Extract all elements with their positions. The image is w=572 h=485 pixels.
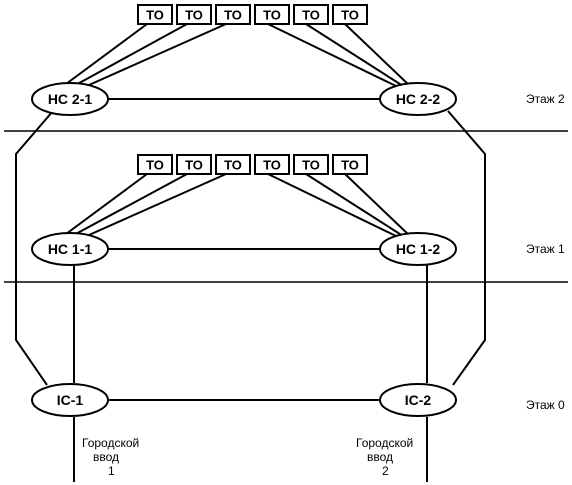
svg-text:ТО: ТО [224, 8, 242, 23]
floor2-to-links [65, 23, 411, 90]
node-hc12: НС 1-2 [379, 232, 457, 266]
to-box: ТО [254, 154, 290, 175]
to-box: ТО [137, 4, 173, 25]
svg-text:НС 2-2: НС 2-2 [396, 91, 441, 107]
node-hc11: НС 1-1 [31, 232, 109, 266]
svg-text:IC-2: IC-2 [405, 392, 432, 408]
svg-text:ввод: ввод [367, 450, 393, 464]
node-ic1: IC-1 [31, 383, 109, 417]
to-box: ТО [332, 4, 368, 25]
floor-label-0: Этаж 0 [526, 398, 565, 412]
floor-label-1: Этаж 1 [526, 242, 565, 256]
node-ic2: IC-2 [379, 383, 457, 417]
svg-text:НС 1-1: НС 1-1 [48, 241, 93, 257]
city-entry-label-1: Городской ввод 1 [82, 436, 139, 478]
svg-text:НС 2-1: НС 2-1 [48, 91, 93, 107]
floor2-to-boxes: ТО ТО ТО ТО ТО ТО [137, 4, 368, 25]
to-box: ТО [176, 4, 212, 25]
node-hc21: НС 2-1 [31, 82, 109, 116]
node-hc22: НС 2-2 [379, 82, 457, 116]
to-box: ТО [215, 154, 251, 175]
svg-text:ТО: ТО [146, 158, 164, 173]
floor1-to-boxes: ТО ТО ТО ТО ТО ТО [137, 154, 368, 175]
floor1-to-links [65, 173, 411, 240]
svg-text:ТО: ТО [146, 8, 164, 23]
to-box: ТО [254, 4, 290, 25]
to-box: ТО [176, 154, 212, 175]
svg-text:Городской: Городской [82, 436, 139, 450]
svg-text:НС 1-2: НС 1-2 [396, 241, 441, 257]
riser-hc21-ic1 [15, 110, 54, 386]
to-box: ТО [293, 4, 329, 25]
svg-text:ввод: ввод [93, 450, 119, 464]
svg-text:ТО: ТО [302, 158, 320, 173]
svg-text:ТО: ТО [224, 158, 242, 173]
to-box: ТО [293, 154, 329, 175]
svg-text:ТО: ТО [341, 158, 359, 173]
svg-text:ТО: ТО [341, 8, 359, 23]
floor-label-2: Этаж 2 [526, 92, 565, 106]
to-box: ТО [215, 4, 251, 25]
to-box: ТО [332, 154, 368, 175]
svg-text:IC-1: IC-1 [57, 392, 84, 408]
riser-hc22-ic2 [447, 110, 486, 386]
city-entry-label-2: Городской ввод 2 [356, 436, 413, 478]
svg-text:1: 1 [108, 464, 115, 478]
svg-text:ТО: ТО [263, 158, 281, 173]
svg-text:ТО: ТО [185, 8, 203, 23]
to-box: ТО [137, 154, 173, 175]
svg-text:2: 2 [382, 464, 389, 478]
svg-text:Городской: Городской [356, 436, 413, 450]
svg-text:ТО: ТО [302, 8, 320, 23]
svg-text:ТО: ТО [263, 8, 281, 23]
svg-text:ТО: ТО [185, 158, 203, 173]
